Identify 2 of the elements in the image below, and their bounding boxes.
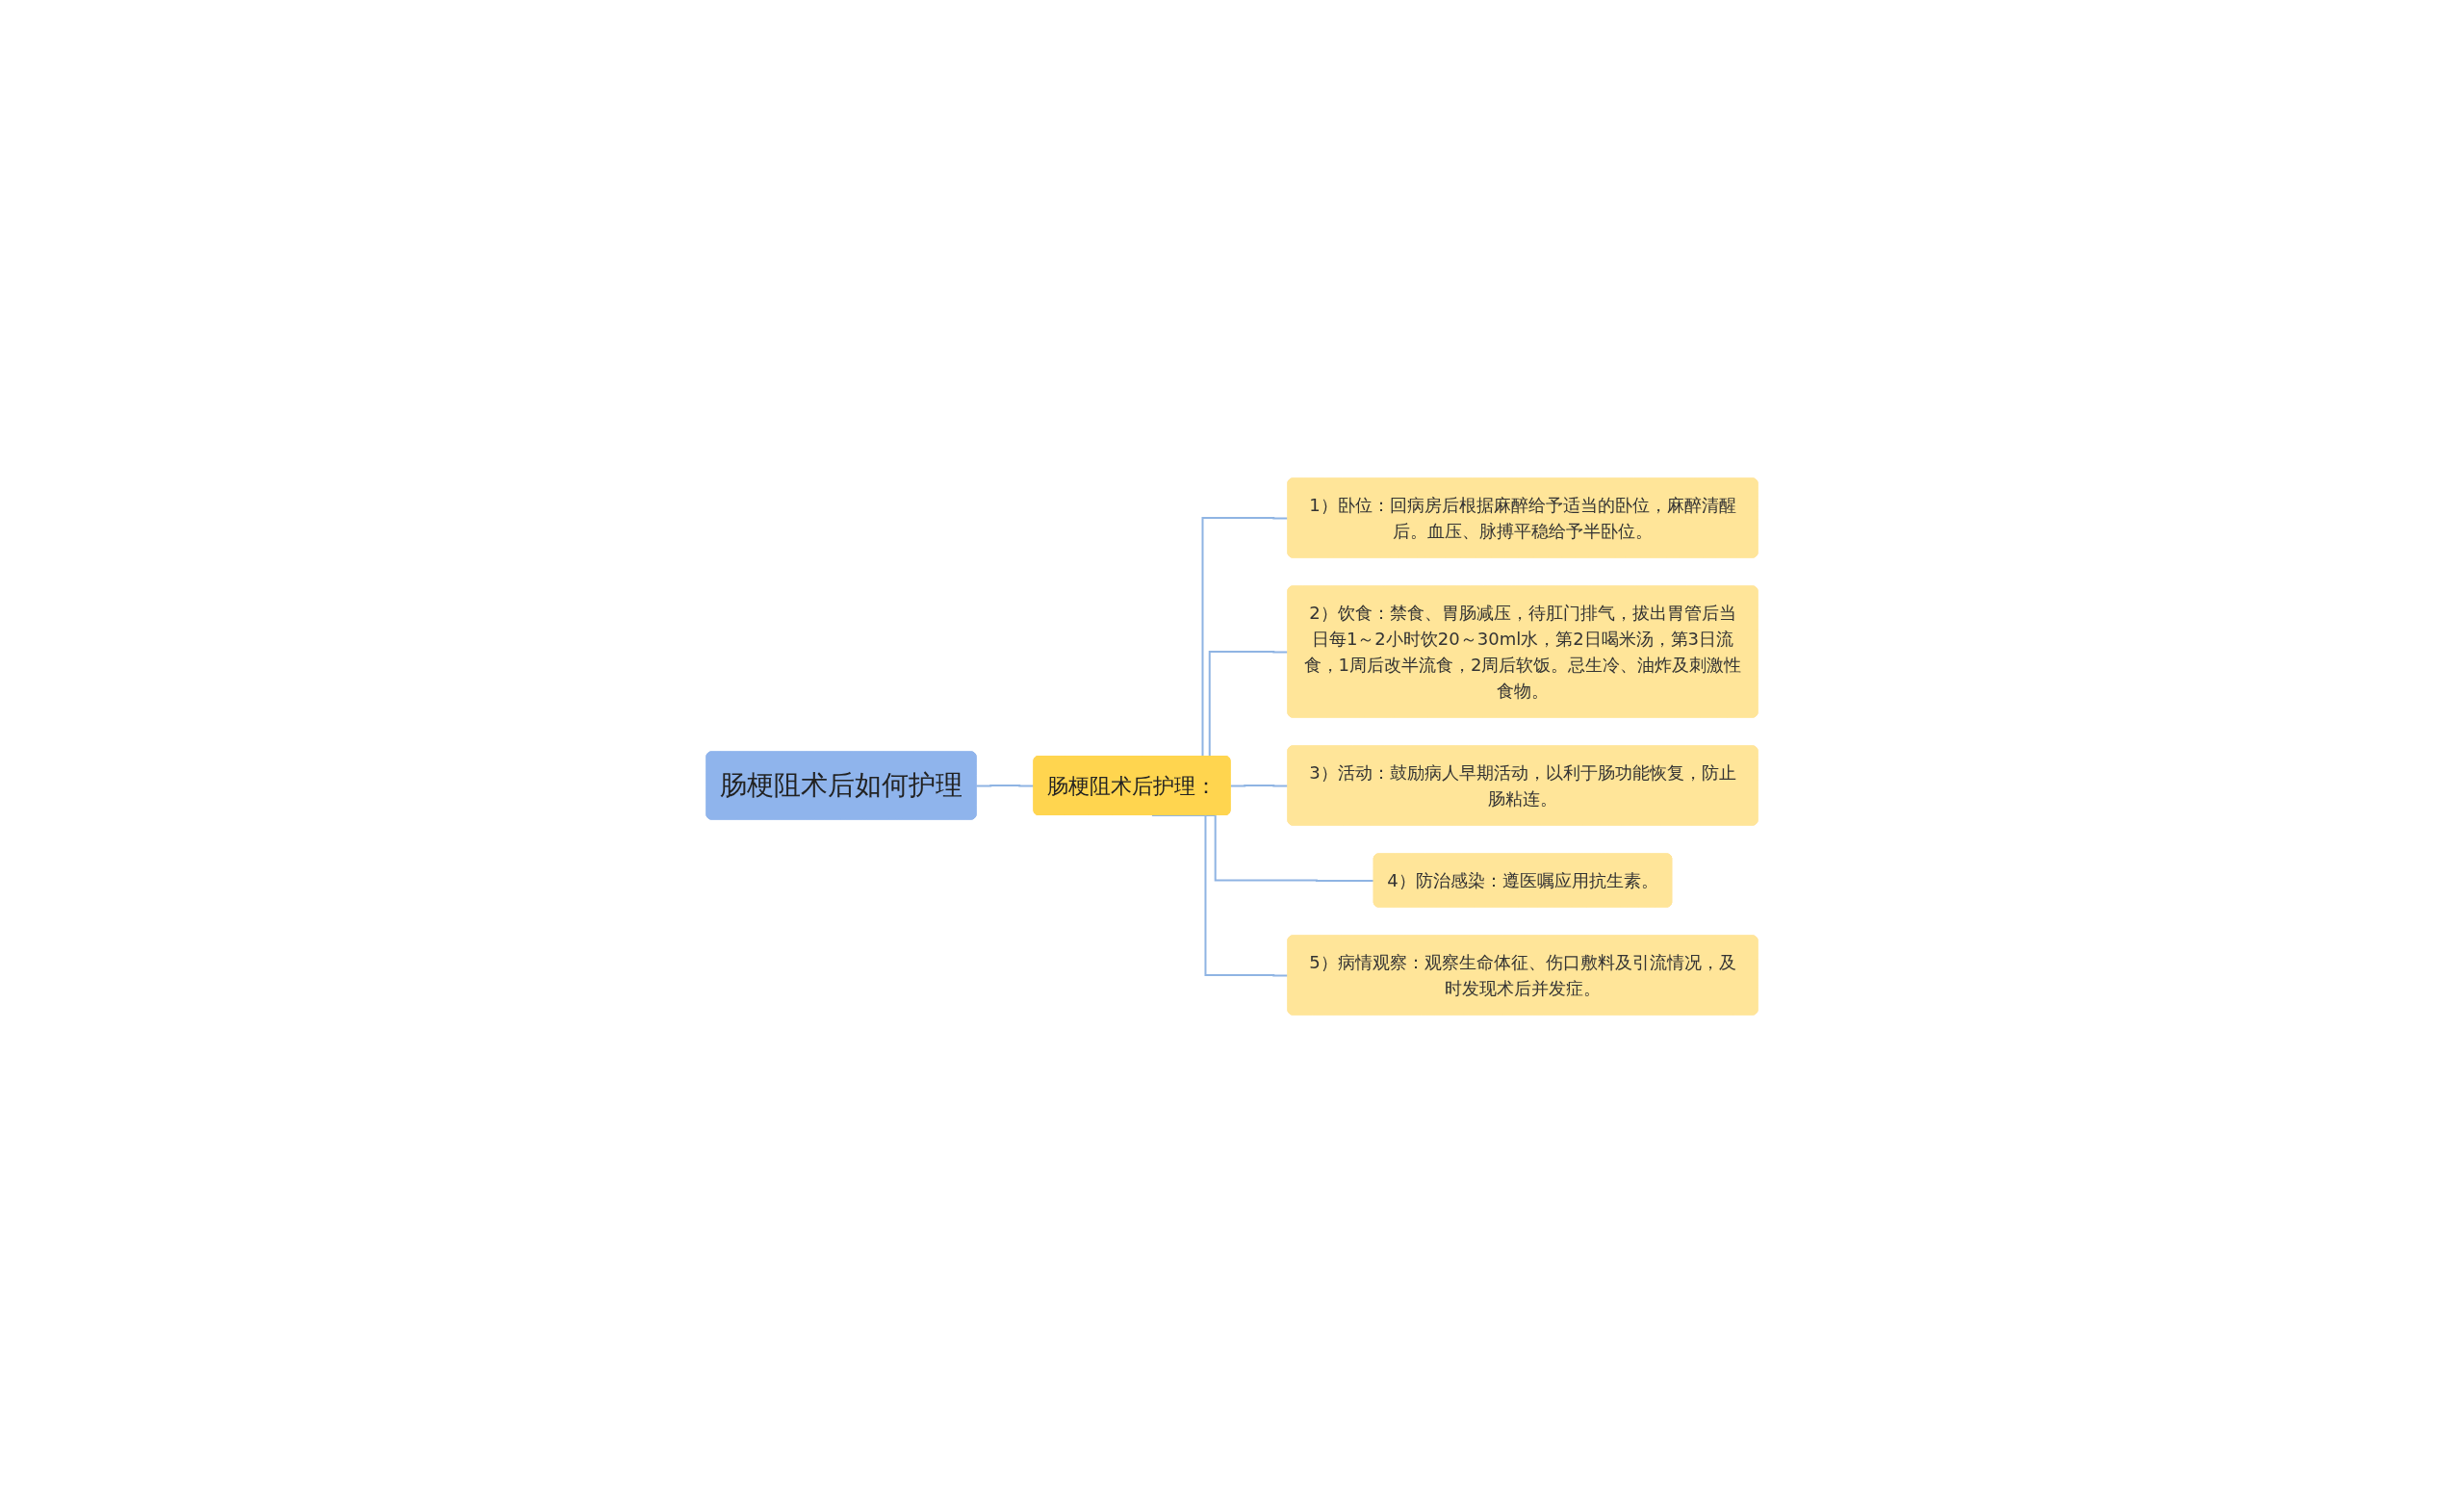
connector [1229,785,1290,787]
connector [975,785,1036,787]
